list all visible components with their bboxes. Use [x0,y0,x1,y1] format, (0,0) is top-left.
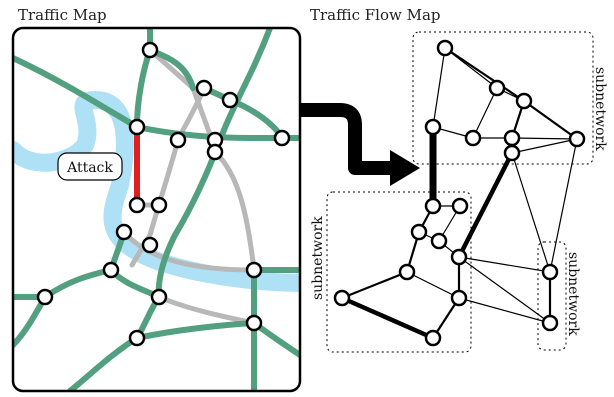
flow-edge [341,270,408,300]
map-node [141,236,159,254]
subnetwork-label-left: subnetwork [310,216,326,300]
flow-node [424,197,442,215]
main-road [13,55,140,130]
flow-node [424,118,442,136]
map-node [195,79,213,97]
attack-label: Attack [57,152,123,181]
flow-node [515,92,533,110]
map-node [150,196,168,214]
flow-arrow-head [390,150,420,186]
flow-edge [406,271,460,299]
flow-node [424,329,442,347]
flow-node [568,130,586,148]
flow-node [503,129,521,147]
map-node [245,314,263,332]
flow-edge [511,137,578,140]
flow-edges-heavy [341,151,515,341]
flow-edge [432,47,446,128]
flow-node [503,144,521,162]
flow-node [436,39,454,57]
map-node [245,261,263,279]
subnetwork-region-right [537,241,567,351]
flow-node [464,129,482,147]
map-node [141,41,159,59]
flow-node [430,232,448,250]
flow-node [333,289,351,307]
flow-edge [458,297,551,324]
traffic-map-frame [11,26,302,393]
attack-label-text: Attack [66,160,113,176]
map-node [36,288,54,306]
subnetwork-label-top: subnetwork [592,67,608,151]
flow-edge [511,152,551,273]
flow-edge [458,256,551,273]
main-road [134,124,285,141]
map-node [102,261,120,279]
secondary-road [212,149,257,273]
subnetwork-region-left [326,191,472,353]
flow-node [488,79,506,97]
flow-edge [472,87,498,139]
flow-arrow-shaft [300,103,392,175]
flow-edge [511,138,578,154]
map-node [128,118,146,136]
traffic-map: Attack [11,26,302,393]
flow-node [541,263,559,281]
flow-node [450,289,468,307]
main-road [134,320,257,341]
flow-node [398,263,416,281]
map-node [169,131,187,149]
traffic-map-title: Traffic Map [18,6,107,24]
map-node [273,129,291,147]
flow-edge [523,100,578,140]
flow-edge [444,47,525,102]
flow-node [410,223,428,241]
main-road [155,28,273,300]
flow-edge [341,295,434,341]
map-nodes [36,41,291,347]
flow-node [450,248,468,266]
map-node [150,288,168,306]
attack-label-box [57,152,123,181]
subnetwork-region-top [412,31,594,165]
flow-edge [549,138,578,273]
flow-node [541,314,559,332]
map-node [128,196,146,214]
subnetwork-regions [326,31,594,353]
map-node [206,143,224,161]
subnetwork-label-right: subnetwork [565,252,581,336]
flow-nodes [333,39,586,347]
flow-node [451,197,469,215]
flow-edges-thin [406,47,578,324]
flow-edge [456,151,515,259]
main-road [67,335,140,391]
map-node [115,223,133,241]
traffic-flow-map: subnetwork subnetwork subnetwork [310,31,608,353]
river [13,90,300,292]
traffic-flow-map-title: Traffic Flow Map [310,6,441,24]
map-node [221,91,239,109]
secondary-road [121,229,257,273]
map-node [128,329,146,347]
flow-edge [458,256,551,324]
